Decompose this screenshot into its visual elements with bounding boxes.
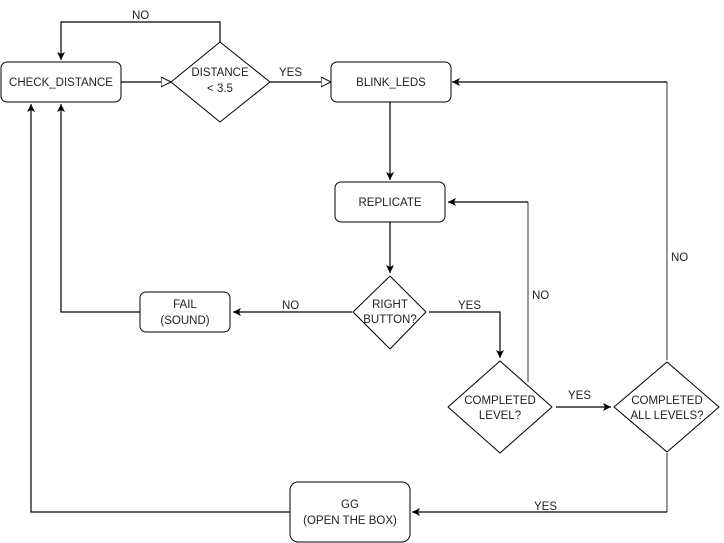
edge-label-distance-no: NO [132, 10, 149, 22]
edge-labels: NO YES NO YES NO YES NO YES [132, 10, 688, 513]
edge-label-distance-yes: YES [279, 67, 302, 79]
edge-fail-to-check [57, 104, 140, 313]
edge-distance-no [57, 21, 221, 60]
node-gg: GG (OPEN THE BOX) [289, 481, 411, 543]
node-distance-decision: DISTANCE < 3.5 [170, 41, 271, 123]
process-box [0, 61, 122, 103]
decision-diamond [352, 275, 427, 350]
edge-label-completed-all-no: NO [671, 252, 688, 264]
process-box [334, 181, 446, 223]
edge-right-button-yes [429, 311, 504, 358]
node-label-line-1: COMPLETED [464, 395, 536, 407]
node-label-line-2: ALL LEVELS? [630, 410, 703, 422]
edge-label-right-button-yes: YES [458, 300, 481, 312]
node-label-line-2: (SOUND) [160, 315, 209, 327]
edge-gg-to-check [27, 104, 290, 513]
node-label-line-2: < 3.5 [207, 83, 233, 95]
process-box [330, 61, 452, 103]
node-label-line-1: DISTANCE [191, 67, 249, 79]
decision-diamond [447, 360, 553, 454]
node-fail: FAIL (SOUND) [139, 291, 231, 333]
edges [27, 21, 668, 516]
node-label: REPLICATE [358, 197, 421, 209]
node-completed-all: COMPLETED ALL LEVELS? [613, 361, 720, 453]
edge-label-right-button-no: NO [282, 300, 299, 312]
node-label: BLINK_LEDS [356, 77, 426, 89]
node-label-line-1: GG [341, 499, 359, 511]
node-label-line-2: BUTTON? [363, 314, 416, 326]
node-label-line-2: LEVEL? [479, 410, 521, 422]
node-blink-leds: BLINK_LEDS [330, 61, 452, 103]
node-label: CHECK_DISTANCE [9, 77, 113, 89]
node-right-button: RIGHT BUTTON? [352, 275, 427, 350]
edge-label-completed-level-yes: YES [568, 390, 591, 402]
node-check-distance: CHECK_DISTANCE [0, 61, 122, 103]
decision-diamond [613, 361, 720, 453]
node-label-line-1: RIGHT [372, 299, 408, 311]
decision-diamond [170, 41, 271, 123]
process-box [289, 481, 411, 543]
edge-label-completed-level-no: NO [532, 290, 549, 302]
node-label-line-1: COMPLETED [631, 395, 703, 407]
edge-label-completed-all-yes: YES [534, 501, 557, 513]
process-box [139, 291, 231, 333]
node-label-line-2: (OPEN THE BOX) [303, 515, 397, 527]
node-label-line-1: FAIL [173, 299, 197, 311]
node-completed-level: COMPLETED LEVEL? [447, 360, 553, 454]
node-replicate: REPLICATE [334, 181, 446, 223]
